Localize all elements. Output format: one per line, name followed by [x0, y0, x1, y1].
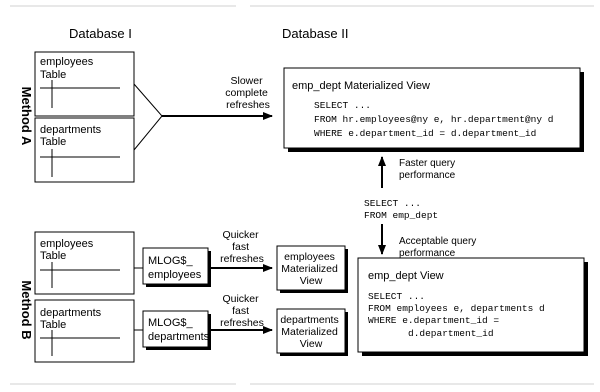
view-title: emp_dept View: [368, 270, 444, 282]
database-ii-header: Database II: [282, 26, 349, 41]
faster-query-label: Faster query performance: [399, 158, 458, 181]
employees-materialized-view: employees Materialized View: [276, 245, 348, 293]
mv-title: emp_dept Materialized View: [292, 80, 430, 92]
method-a-label: Method A: [19, 87, 34, 146]
table-label: Table: [40, 250, 66, 262]
view-sql: SELECT ... FROM employees e, departments…: [368, 291, 550, 339]
middle-query: SELECT ... FROM emp_dept: [364, 198, 438, 221]
mv-sql: SELECT ... FROM hr.employees@ny e, hr.de…: [314, 100, 559, 139]
table-name: departments: [40, 307, 102, 319]
table-label: Table: [40, 319, 66, 331]
mlog-line-2: departments: [148, 331, 210, 343]
acceptable-query-label: Acceptable query performance: [399, 236, 479, 259]
quicker-refresh-label-1: Quicker fast refreshes: [220, 229, 264, 265]
emp-dept-view: emp_dept View SELECT ... FROM employees …: [357, 257, 588, 356]
table-label: Table: [40, 69, 66, 81]
table-name: employees: [40, 56, 94, 68]
mlog-line-2: employees: [148, 269, 202, 281]
mview-label: departments Materialized View: [280, 314, 341, 350]
mlog-line-1: MLOG$_: [148, 255, 194, 267]
mview-label: employees Materialized View: [281, 251, 341, 287]
database-i-header: Database I: [69, 26, 132, 41]
table-label: Table: [40, 136, 66, 148]
slower-refresh-label: Slower complete refreshes: [225, 75, 271, 111]
table-name: employees: [40, 238, 94, 250]
mlog-employees: MLOG$_ employees: [142, 247, 211, 287]
table-name: departments: [40, 124, 102, 136]
mlog-departments: MLOG$_ departments: [142, 310, 211, 350]
emp-dept-materialized-view: emp_dept Materialized View SELECT ... FR…: [283, 67, 584, 152]
departments-materialized-view: departments Materialized View: [276, 308, 348, 356]
method-b-label: Method B: [19, 280, 34, 339]
employees-table-b: employees Table: [34, 231, 135, 295]
merge-lines-a: [133, 83, 163, 151]
departments-table-a: departments Table: [34, 117, 135, 183]
departments-table-b: departments Table: [34, 299, 135, 363]
employees-table-a: employees Table: [34, 51, 135, 117]
quicker-refresh-label-2: Quicker fast refreshes: [220, 293, 264, 329]
mlog-line-1: MLOG$_: [148, 317, 194, 329]
